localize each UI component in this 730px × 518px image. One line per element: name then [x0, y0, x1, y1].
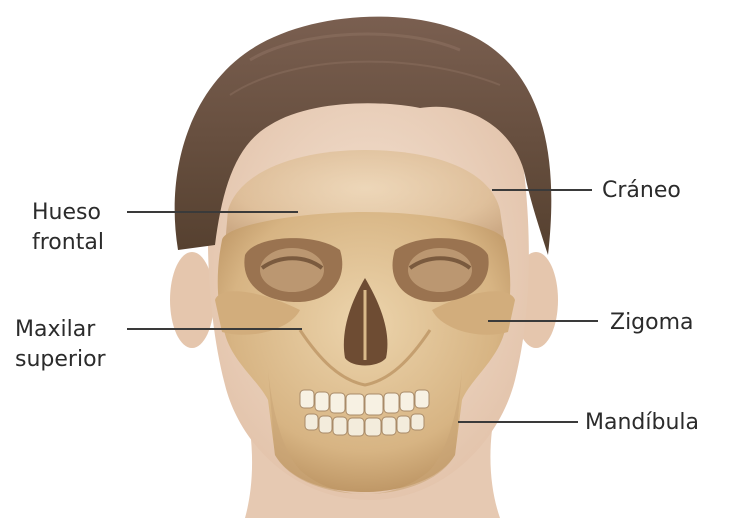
label-hueso-frontal-line-1: Hueso	[32, 198, 104, 228]
label-maxilar-superior-line-2: superior	[15, 345, 106, 375]
label-maxilar-superior-line-1: Maxilar	[15, 315, 106, 345]
label-maxilar-superior: Maxilar superior	[15, 315, 106, 375]
label-craneo: Cráneo	[602, 176, 681, 206]
label-zigoma: Zigoma	[610, 308, 694, 338]
left-ear	[170, 252, 214, 348]
label-hueso-frontal: Hueso frontal	[32, 198, 104, 258]
label-mandibula: Mandíbula	[585, 408, 699, 438]
label-hueso-frontal-line-2: frontal	[32, 228, 104, 258]
